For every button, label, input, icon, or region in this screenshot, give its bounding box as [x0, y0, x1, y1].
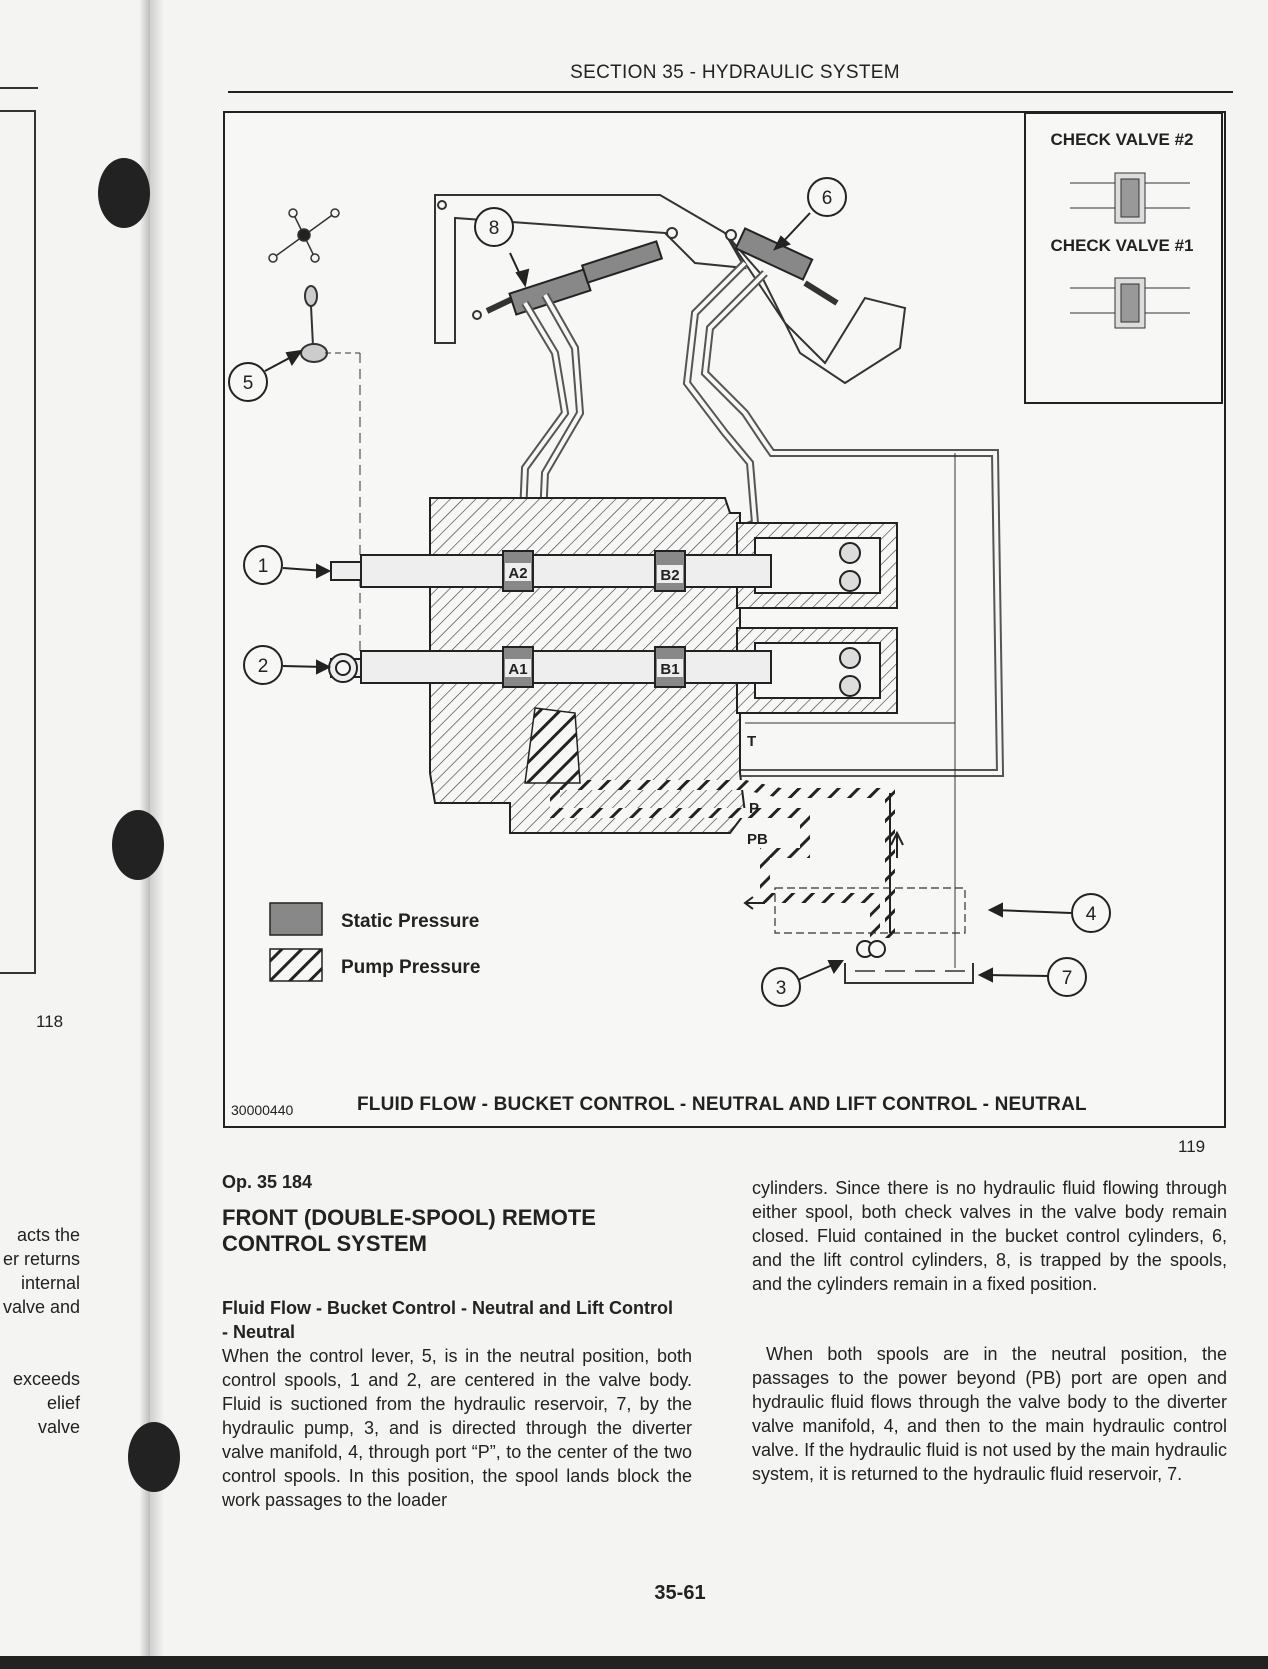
spring-housings [736, 522, 898, 714]
callout-5: 5 [243, 373, 254, 394]
callout-4: 4 [1086, 904, 1097, 925]
previous-text-line: acts the [16, 1225, 80, 1245]
callout-7: 7 [1062, 968, 1073, 989]
callout-leaders [264, 212, 1072, 984]
callout-8: 8 [489, 218, 500, 239]
check-valve-1-label: CHECK VALVE #1 [1051, 236, 1194, 255]
port-label-pb: PB [747, 831, 768, 848]
port-label-p: P [749, 800, 759, 817]
check-valve-2-label: CHECK VALVE #2 [1051, 130, 1194, 149]
figure-id: 30000440 [231, 1102, 294, 1118]
previous-text-line: er returns [2, 1249, 80, 1269]
static-pressure-label: Static Pressure [341, 911, 479, 932]
previous-page-figure-frame [0, 110, 36, 974]
control-lever [300, 285, 361, 653]
control-spools [328, 554, 772, 684]
paragraph-right-1: cylinders. Since there is no hydraulic f… [752, 1178, 1227, 1294]
subheading: Fluid Flow - Bucket Control - Neutral an… [222, 1298, 673, 1342]
port-label-a2: A2 [508, 565, 527, 582]
diverter-valve-manifold [774, 887, 966, 934]
paragraph-left: When the control lever, 5, is in the neu… [222, 1346, 692, 1510]
punch-hole-middle [112, 810, 164, 880]
paragraph-right-2: When both spools are in the neutral posi… [752, 1344, 1227, 1484]
control-pattern-icon [268, 208, 340, 263]
previous-page-rule [0, 87, 38, 89]
hydraulic-pump-icon [856, 940, 886, 958]
pump-pressure-label: Pump Pressure [341, 957, 480, 978]
callout-6: 6 [822, 188, 833, 209]
scan-bottom-edge [0, 1656, 1268, 1669]
section-heading: FRONT (DOUBLE-SPOOL) REMOTE CONTROL SYST… [222, 1205, 596, 1256]
check-valve-2-icon [1070, 172, 1190, 224]
static-pressure-swatch [269, 902, 323, 936]
port-label-b2: B2 [660, 567, 679, 584]
hydraulic-schematic: CHECK VALVE #2 CHECK VALVE #1 Static Pre… [228, 113, 1223, 1007]
port-label-a1: A1 [508, 661, 527, 678]
port-label-b1: B1 [660, 661, 679, 678]
previous-text-line: valve and [2, 1297, 80, 1317]
lift-cylinder [485, 240, 664, 316]
header-rule [228, 91, 1233, 93]
loader-frame [434, 194, 907, 385]
section-title: SECTION 35 - HYDRAULIC SYSTEM [570, 62, 900, 83]
previous-text-line: exceeds [12, 1369, 80, 1389]
page-number: 35-61 [654, 1582, 706, 1604]
punch-hole-top [98, 158, 150, 228]
flow-arrow-icon [743, 896, 765, 910]
callout-1: 1 [258, 556, 269, 577]
previous-text-line: elief valve [37, 1393, 80, 1437]
operation-number: Op. 35 184 [222, 1172, 313, 1192]
check-valve-1-icon [1070, 277, 1190, 329]
pump-pressure-swatch [269, 948, 323, 982]
check-valve-inset [1024, 113, 1223, 404]
callout-2: 2 [258, 656, 269, 677]
port-label-t: T [747, 733, 756, 750]
hydraulic-diagram-figure: CHECK VALVE #2 CHECK VALVE #1 Static Pre… [223, 111, 1226, 1128]
hydraulic-reservoir [844, 963, 974, 984]
previous-text-line: internal [20, 1273, 80, 1293]
pump-pressure-line [550, 713, 895, 938]
figure-number: 119 [1178, 1137, 1206, 1156]
previous-figure-number: 118 [36, 1012, 64, 1031]
figure-caption: FLUID FLOW - BUCKET CONTROL - NEUTRAL AN… [357, 1094, 1087, 1115]
punch-hole-bottom [128, 1422, 180, 1492]
callout-3: 3 [776, 978, 787, 999]
